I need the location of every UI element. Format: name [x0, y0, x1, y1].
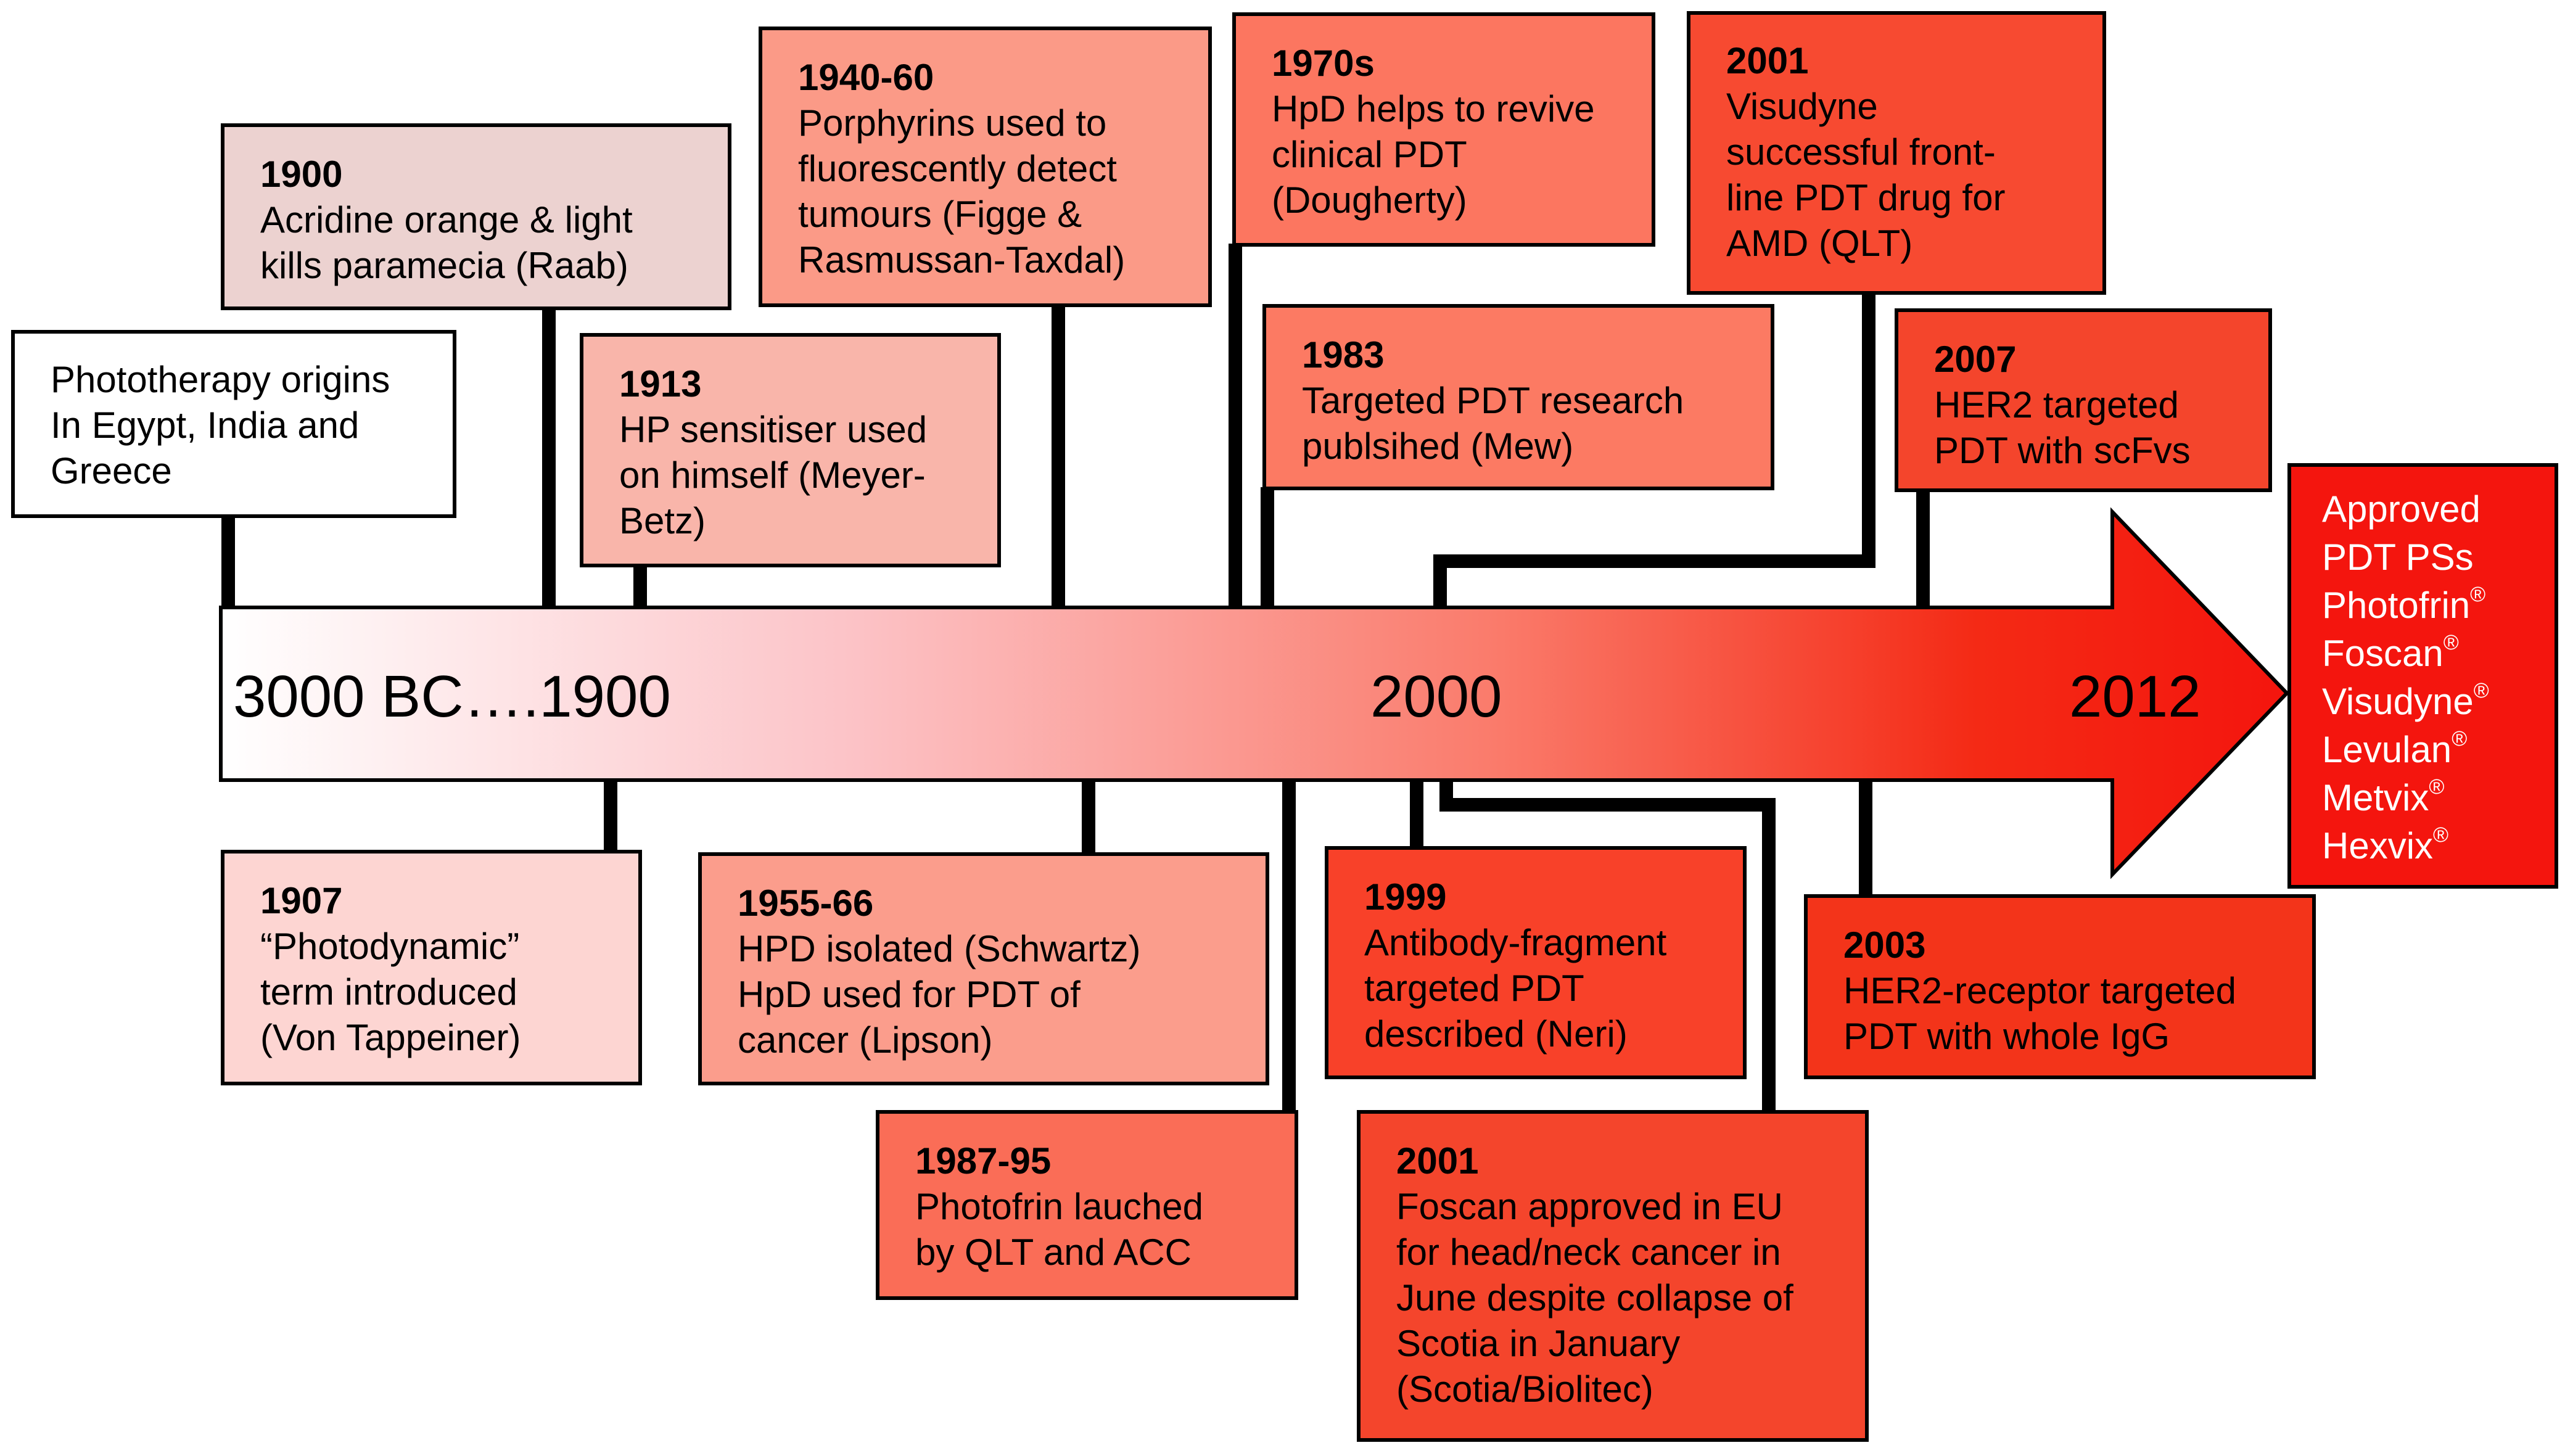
event-text: Targeted PDT research publsihed (Mew) — [1302, 380, 1684, 467]
event-text: HpD helps to revive clinical PDT (Doughe… — [1272, 88, 1595, 221]
event-2001-foscan: 2001 Foscan approved in EU for head/neck… — [1357, 1110, 1869, 1442]
event-text: HER2 targeted PDT with scFvs — [1934, 384, 2191, 471]
event-text: Photofrin lauched by QLT and ACC — [915, 1186, 1203, 1273]
event-1900: 1900 Acridine orange & light kills param… — [221, 123, 731, 310]
event-1987-95: 1987-95 Photofrin lauched by QLT and ACC — [876, 1110, 1298, 1300]
event-year: 1983 — [1302, 334, 1385, 376]
event-2003: 2003 HER2-receptor targeted PDT with who… — [1804, 894, 2316, 1079]
event-text: Visudyne successful front- line PDT drug… — [1726, 86, 2006, 264]
event-phototherapy-origins: Phototherapy origins In Egypt, India and… — [11, 330, 456, 518]
timeline-end-label: 2012 — [2069, 664, 2201, 730]
drug-photofrin: Photofrin® — [2322, 583, 2486, 626]
drug-hexvix: Hexvix® — [2322, 823, 2449, 866]
approved-heading-1: Approved — [2322, 488, 2481, 530]
event-text: Foscan approved in EU for head/neck canc… — [1396, 1186, 1793, 1410]
timeline-start-label: 3000 BC….1900 — [233, 664, 671, 730]
drug-visudyne: Visudyne® — [2322, 679, 2489, 722]
event-text: Antibody-fragment targeted PDT described… — [1364, 922, 1667, 1055]
event-1907: 1907 “Photodynamic” term introduced (Von… — [221, 850, 642, 1085]
event-year: 1970s — [1272, 43, 1375, 84]
event-year: 1940-60 — [798, 57, 934, 98]
event-year: 1900 — [260, 154, 343, 195]
event-text: HP sensitiser used on himself (Meyer- Be… — [619, 409, 928, 541]
event-text: HER2-receptor targeted PDT with whole Ig… — [1843, 970, 2236, 1057]
approved-heading-2: PDT PSs — [2322, 537, 2474, 578]
event-2001-visudyne: 2001 Visudyne successful front- line PDT… — [1687, 11, 2106, 295]
event-year: 1907 — [260, 880, 343, 921]
event-text: HPD isolated (Schwartz) HpD used for PDT… — [738, 928, 1141, 1061]
event-year: 2001 — [1726, 40, 1809, 81]
event-1983: 1983 Targeted PDT research publsihed (Me… — [1262, 304, 1774, 490]
timeline-arrow — [219, 507, 2290, 879]
event-1970s: 1970s HpD helps to revive clinical PDT (… — [1232, 12, 1655, 247]
event-1999: 1999 Antibody-fragment targeted PDT desc… — [1325, 846, 1747, 1079]
event-text: “Photodynamic” term introduced (Von Tapp… — [260, 926, 521, 1058]
event-text: Porphyrins used to fluorescently detect … — [798, 102, 1126, 281]
event-year: 2001 — [1396, 1140, 1479, 1182]
event-year: 2007 — [1934, 339, 2017, 380]
event-1955-66: 1955-66 HPD isolated (Schwartz) HpD used… — [698, 852, 1269, 1085]
timeline-mid-label: 2000 — [1370, 664, 1502, 730]
drug-metvix: Metvix® — [2322, 775, 2445, 818]
drug-foscan: Foscan® — [2322, 631, 2459, 674]
event-year: 1999 — [1364, 876, 1447, 918]
event-text: Phototherapy origins In Egypt, India and… — [51, 359, 390, 492]
event-1940-60: 1940-60 Porphyrins used to fluorescently… — [759, 27, 1212, 307]
drug-levulan: Levulan® — [2322, 727, 2468, 770]
event-text: Acridine orange & light kills paramecia … — [260, 199, 633, 286]
event-year: 1955-66 — [738, 882, 874, 924]
event-year: 2003 — [1843, 924, 1926, 966]
event-year: 1913 — [619, 363, 702, 405]
approved-pdt-ps-box: Approved PDT PSs Photofrin® Foscan® Visu… — [2287, 463, 2558, 889]
event-2007: 2007 HER2 targeted PDT with scFvs — [1895, 308, 2272, 492]
event-1913: 1913 HP sensitiser used on himself (Meye… — [580, 333, 1001, 567]
connector-2001-above — [1433, 293, 1875, 607]
connector-2001-below — [1439, 780, 1776, 1113]
event-year: 1987-95 — [915, 1140, 1052, 1182]
